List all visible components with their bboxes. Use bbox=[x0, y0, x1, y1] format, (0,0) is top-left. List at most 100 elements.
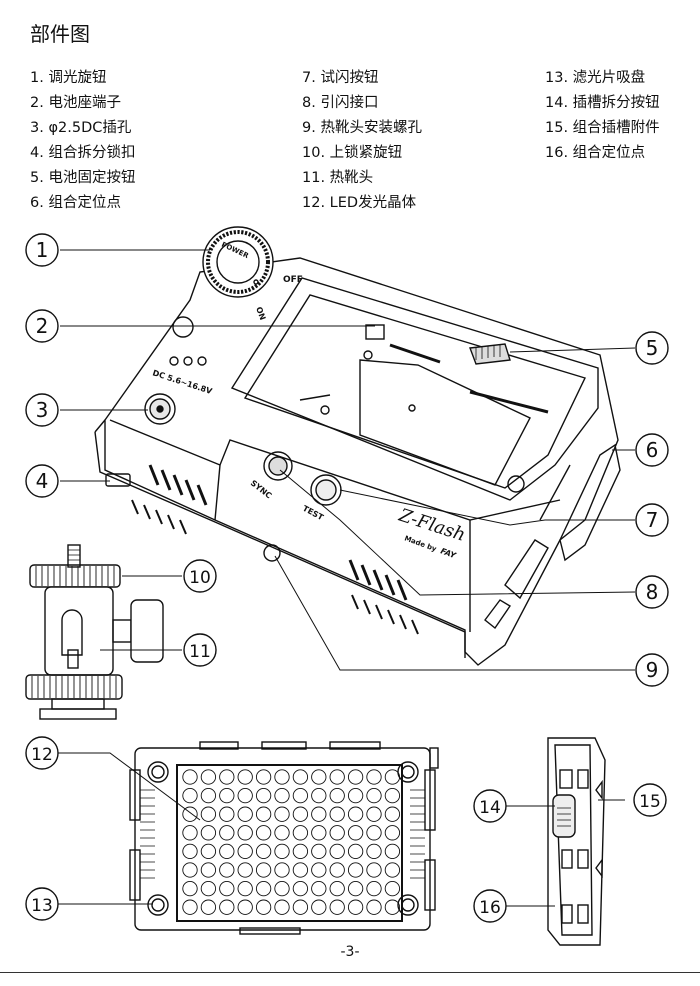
part-item: 14. 插槽拆分按钮 bbox=[545, 95, 660, 111]
off-label: OFF bbox=[283, 275, 303, 285]
callout-number: 16 bbox=[479, 898, 501, 918]
led-cell bbox=[237, 806, 253, 822]
led-cell bbox=[255, 880, 272, 897]
callout-number: 12 bbox=[31, 745, 53, 765]
callout-number: 14 bbox=[479, 798, 501, 818]
led-cell bbox=[274, 899, 290, 915]
led-cell bbox=[182, 806, 198, 822]
led-cell bbox=[274, 825, 290, 841]
led-cell bbox=[311, 787, 327, 804]
callout-number: 1 bbox=[36, 238, 49, 262]
led-cell bbox=[292, 880, 309, 897]
led-cell bbox=[311, 806, 327, 822]
footer-rule bbox=[0, 972, 700, 973]
part-item: 13. 滤光片吸盘 bbox=[545, 70, 646, 86]
led-cell bbox=[182, 769, 198, 785]
led-cell bbox=[200, 806, 217, 822]
led-cell bbox=[329, 843, 345, 860]
callout-number: 4 bbox=[36, 469, 49, 493]
led-cell bbox=[237, 787, 253, 804]
part-item: 9. 热靴头安装螺孔 bbox=[302, 120, 422, 136]
led-cell bbox=[347, 899, 364, 915]
led-cell bbox=[329, 769, 345, 785]
led-cell bbox=[219, 880, 235, 897]
slot-attachment-drawing bbox=[547, 737, 606, 946]
led-cell bbox=[200, 787, 217, 804]
callout-15: 15 bbox=[633, 783, 667, 817]
led-cell bbox=[292, 787, 309, 804]
led-cell bbox=[274, 787, 290, 804]
callout-13: 13 bbox=[25, 887, 59, 921]
led-cell bbox=[219, 825, 235, 841]
callout-14: 14 bbox=[473, 789, 507, 823]
callout-12: 12 bbox=[25, 736, 59, 770]
callout-8: 8 bbox=[635, 575, 669, 609]
page-number: -3- bbox=[340, 944, 360, 960]
parts-list-column-1: 1. 调光旋钮 2. 电池座端子 3. φ2.5DC插孔 4. 组合拆分锁扣 5… bbox=[30, 66, 135, 216]
led-cell bbox=[347, 806, 364, 822]
led-cell bbox=[255, 769, 272, 785]
led-cell bbox=[366, 769, 382, 785]
led-cell bbox=[219, 787, 235, 804]
callout-16: 16 bbox=[473, 889, 507, 923]
part-item: 16. 组合定位点 bbox=[545, 145, 646, 161]
led-cell bbox=[329, 880, 345, 897]
led-cell bbox=[255, 825, 272, 841]
led-cell bbox=[274, 862, 290, 878]
led-grid bbox=[182, 769, 401, 915]
part-item: 2. 电池座端子 bbox=[30, 95, 121, 111]
part-item: 5. 电池固定按钮 bbox=[30, 170, 136, 186]
led-cell bbox=[292, 862, 309, 878]
led-cell bbox=[311, 862, 327, 878]
led-cell bbox=[329, 825, 345, 841]
led-cell bbox=[182, 787, 198, 804]
callout-1: 1 bbox=[25, 233, 59, 267]
led-cell bbox=[384, 880, 401, 897]
led-cell bbox=[200, 899, 217, 915]
callout-7: 7 bbox=[635, 503, 669, 537]
part-item: 8. 引闪接口 bbox=[302, 95, 379, 111]
led-cell bbox=[347, 769, 364, 785]
led-cell bbox=[311, 825, 327, 841]
led-cell bbox=[329, 862, 345, 878]
callout-number: 2 bbox=[36, 314, 49, 338]
led-cell bbox=[255, 843, 272, 860]
main-unit-drawing bbox=[94, 257, 621, 666]
led-cell bbox=[329, 787, 345, 804]
callout-number: 15 bbox=[639, 792, 661, 812]
dimmer-knob-drawing bbox=[202, 226, 274, 298]
part-item: 10. 上锁紧旋钮 bbox=[302, 145, 403, 161]
led-cell bbox=[384, 806, 401, 822]
callout-number: 3 bbox=[36, 398, 49, 422]
part-item: 6. 组合定位点 bbox=[30, 195, 121, 211]
callout-number: 8 bbox=[646, 580, 659, 604]
led-cell bbox=[384, 769, 401, 785]
led-cell bbox=[200, 862, 217, 878]
led-cell bbox=[255, 787, 272, 804]
led-cell bbox=[347, 825, 364, 841]
part-item: 4. 组合拆分锁扣 bbox=[30, 145, 136, 161]
led-cell bbox=[182, 843, 198, 860]
led-cell bbox=[182, 899, 198, 915]
led-cell bbox=[200, 825, 217, 841]
led-cell bbox=[237, 769, 253, 785]
part-item: 15. 组合插槽附件 bbox=[545, 120, 660, 136]
led-cell bbox=[237, 843, 253, 860]
led-cell bbox=[219, 806, 235, 822]
led-cell bbox=[292, 769, 309, 785]
led-cell bbox=[329, 899, 345, 915]
led-cell bbox=[292, 806, 309, 822]
led-cell bbox=[384, 825, 401, 841]
led-cell bbox=[292, 843, 309, 860]
led-cell bbox=[311, 769, 327, 785]
callout-number: 7 bbox=[646, 508, 659, 532]
led-cell bbox=[384, 899, 401, 915]
part-item: 12. LED发光晶体 bbox=[302, 195, 417, 211]
led-cell bbox=[292, 825, 309, 841]
led-cell bbox=[366, 787, 382, 804]
leader-lines bbox=[42, 249, 636, 907]
led-cell bbox=[311, 843, 327, 860]
led-cell bbox=[366, 825, 382, 841]
led-cell bbox=[274, 880, 290, 897]
led-cell bbox=[384, 843, 401, 860]
